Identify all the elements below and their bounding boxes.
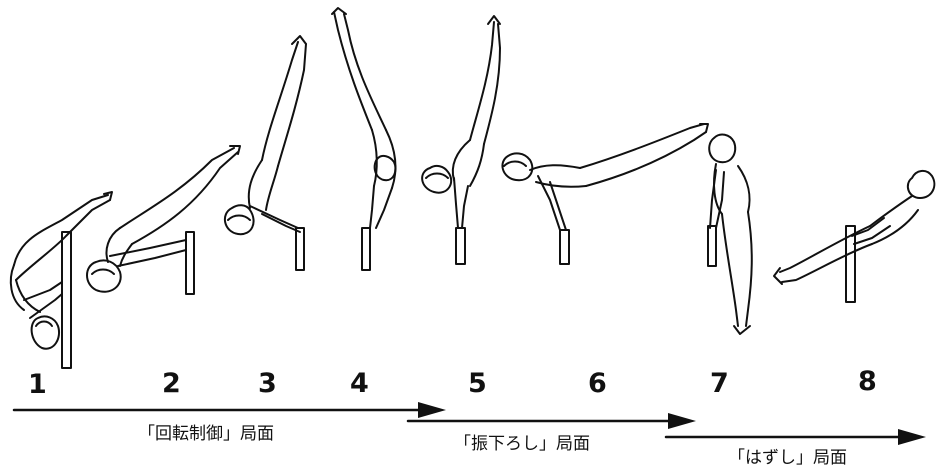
figure-number-7: 7 <box>710 370 729 397</box>
figure-number-1: 1 <box>28 371 47 398</box>
gymnast-figure-6 <box>502 124 708 264</box>
gymnast-figure-2 <box>87 146 240 294</box>
phase-label-rotation-control: 「回転制御」局面 <box>138 426 274 443</box>
figure-number-5: 5 <box>468 370 487 397</box>
figure-number-6: 6 <box>588 370 607 397</box>
phase-arrow-rotation-control <box>14 402 446 418</box>
figure-number-2: 2 <box>162 370 181 397</box>
gymnast-figure-1 <box>11 192 112 368</box>
figure-number-8: 8 <box>858 368 877 395</box>
phase-label-swing-down: 「振下ろし」局面 <box>454 436 590 453</box>
gymnast-figure-7 <box>708 135 752 334</box>
gymnast-figure-8 <box>774 171 934 302</box>
gymnast-figure-4 <box>332 8 396 270</box>
phase-arrow-swing-down <box>408 413 696 429</box>
figure-number-4: 4 <box>350 370 369 397</box>
figure-number-3: 3 <box>258 370 277 397</box>
phase-arrow-release <box>666 429 926 445</box>
gymnast-figure-5 <box>422 16 500 264</box>
phase-label-release: 「はずし」局面 <box>728 450 847 467</box>
